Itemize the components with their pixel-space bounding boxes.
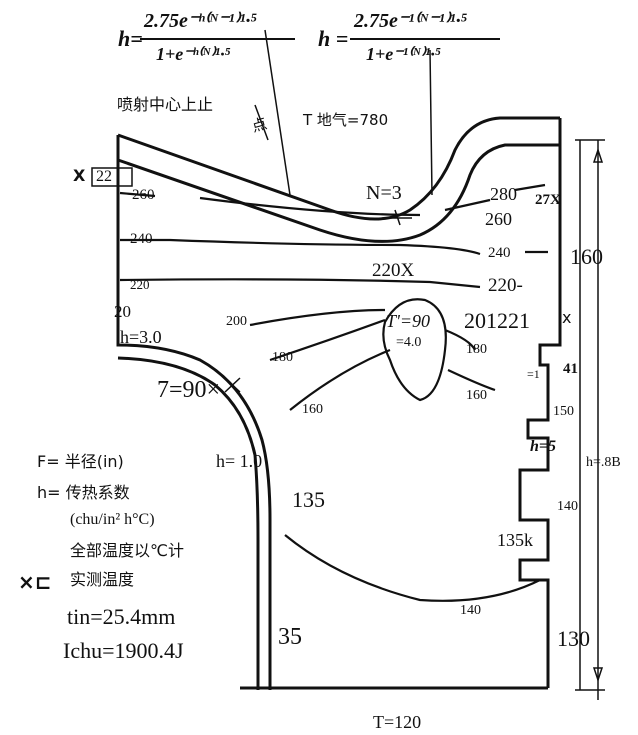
label-top-temp: T 地气=780 xyxy=(303,111,389,129)
label-135: 135 xyxy=(292,487,325,512)
formula-left-denominator: 1+e⁻ʰ⁽ᴺ⁾¹·⁵ xyxy=(156,44,231,64)
isotherm-140 xyxy=(284,534,541,602)
box-22 xyxy=(91,167,133,187)
label-eq1: =1 xyxy=(527,367,540,381)
isotherm-160 xyxy=(289,348,496,411)
label-all-temp: 全部温度以℃计 xyxy=(70,541,184,560)
label-135k: 135k xyxy=(497,530,533,550)
label-220-right: 220- xyxy=(488,275,523,296)
label-h10: h= 1.0 xyxy=(216,451,263,471)
isotherm-180 xyxy=(269,318,476,362)
formula-left-numerator: 2.75e⁻ʰ⁽ᴺ⁻¹⁾¹·⁵ xyxy=(144,10,258,32)
label-160-right-dim: 160 xyxy=(570,244,603,269)
dimension-arrow xyxy=(592,147,604,683)
label-160-mid: 160 xyxy=(466,388,487,403)
label-unit: (chu/in² h°C) xyxy=(70,511,155,528)
label-150: 150 xyxy=(553,404,574,419)
isotherm-260-right xyxy=(444,183,546,212)
n3-pointer xyxy=(385,209,412,226)
label-220-left: 220 xyxy=(130,277,150,292)
spray-channel-lower xyxy=(117,143,560,243)
label-130: 130 xyxy=(557,626,590,651)
label-160-left: 160 xyxy=(302,402,323,417)
formula-left-bar xyxy=(140,38,295,40)
label-ichu: Ichu=1900.4J xyxy=(63,638,184,663)
piston-left-wall xyxy=(116,135,272,690)
label-tin: tin=25.4mm xyxy=(67,604,176,629)
formula-right-denominator: 1+e⁻¹⁽ᴺ⁾¹·⁵ xyxy=(366,44,442,64)
label-h5: h=5 xyxy=(530,438,557,455)
label-200: 200 xyxy=(226,314,247,329)
dimension-line-right xyxy=(575,139,605,700)
label-140-bottom: 140 xyxy=(460,603,481,618)
label-box22: 22 xyxy=(96,168,112,185)
label-180-right: 180 xyxy=(466,342,487,357)
label-t120: T=120 xyxy=(373,712,422,732)
spray-channel-upper xyxy=(117,116,560,221)
isotherm-240 xyxy=(120,238,548,256)
piston-right-wall xyxy=(518,118,562,688)
label-x-right: x xyxy=(562,308,572,327)
isotherm-260-left xyxy=(119,191,421,217)
x-mark xyxy=(224,377,241,393)
formula-right-bar xyxy=(350,38,500,40)
formula-right-h: h = xyxy=(318,26,349,51)
label-xc-symbol: ×⊏ xyxy=(18,570,52,594)
label-280: 280 xyxy=(490,184,517,204)
label-x22: X xyxy=(73,166,86,185)
label-260-right: 260 xyxy=(485,209,512,229)
label-n3: N=3 xyxy=(366,182,402,204)
piston-inner-left-wall xyxy=(117,356,260,690)
label-7-90: 7=90× xyxy=(157,377,221,403)
label-220x: 220X xyxy=(372,260,415,281)
label-180-left: 180 xyxy=(272,350,293,365)
label-eq40: =4.0 xyxy=(396,335,422,350)
label-20: 20 xyxy=(114,302,131,321)
label-heat-coef: h= 传热系数 xyxy=(37,483,130,502)
isotherm-220 xyxy=(119,278,481,289)
formula-right: h = 2.75e⁻¹⁽ᴺ⁻¹⁾¹·⁵ 1+e⁻¹⁽ᴺ⁾¹·⁵ xyxy=(318,8,508,68)
label-140-right: 140 xyxy=(557,499,578,514)
isotherm-90-loop xyxy=(382,298,447,402)
label-201221: 201221 xyxy=(464,308,530,333)
isotherm-200 xyxy=(249,308,386,327)
label-240-right: 240 xyxy=(488,245,511,261)
label-41: 41 xyxy=(563,361,578,377)
label-260-left: 260 xyxy=(132,187,155,203)
label-radius: F= 半径(in) xyxy=(37,452,124,471)
label-27x: 27X xyxy=(535,192,561,208)
label-h3: h=3.0 xyxy=(120,327,162,347)
label-spray-center: 喷射中心上止 xyxy=(117,95,214,114)
label-35: 35 xyxy=(278,624,302,650)
spray-pointer xyxy=(254,29,433,196)
label-240-left: 240 xyxy=(130,231,153,247)
label-t-prime-90: T'=90 xyxy=(386,311,431,331)
formula-left: h= 2.75e⁻ʰ⁽ᴺ⁻¹⁾¹·⁵ 1+e⁻ʰ⁽ᴺ⁾¹·⁵ xyxy=(118,8,298,68)
label-measured: 实测温度 xyxy=(70,570,135,589)
formula-right-numerator: 2.75e⁻¹⁽ᴺ⁻¹⁾¹·⁵ xyxy=(354,10,468,32)
formula-left-h: h= xyxy=(118,26,143,51)
label-h8b: h=.8B xyxy=(586,455,621,470)
